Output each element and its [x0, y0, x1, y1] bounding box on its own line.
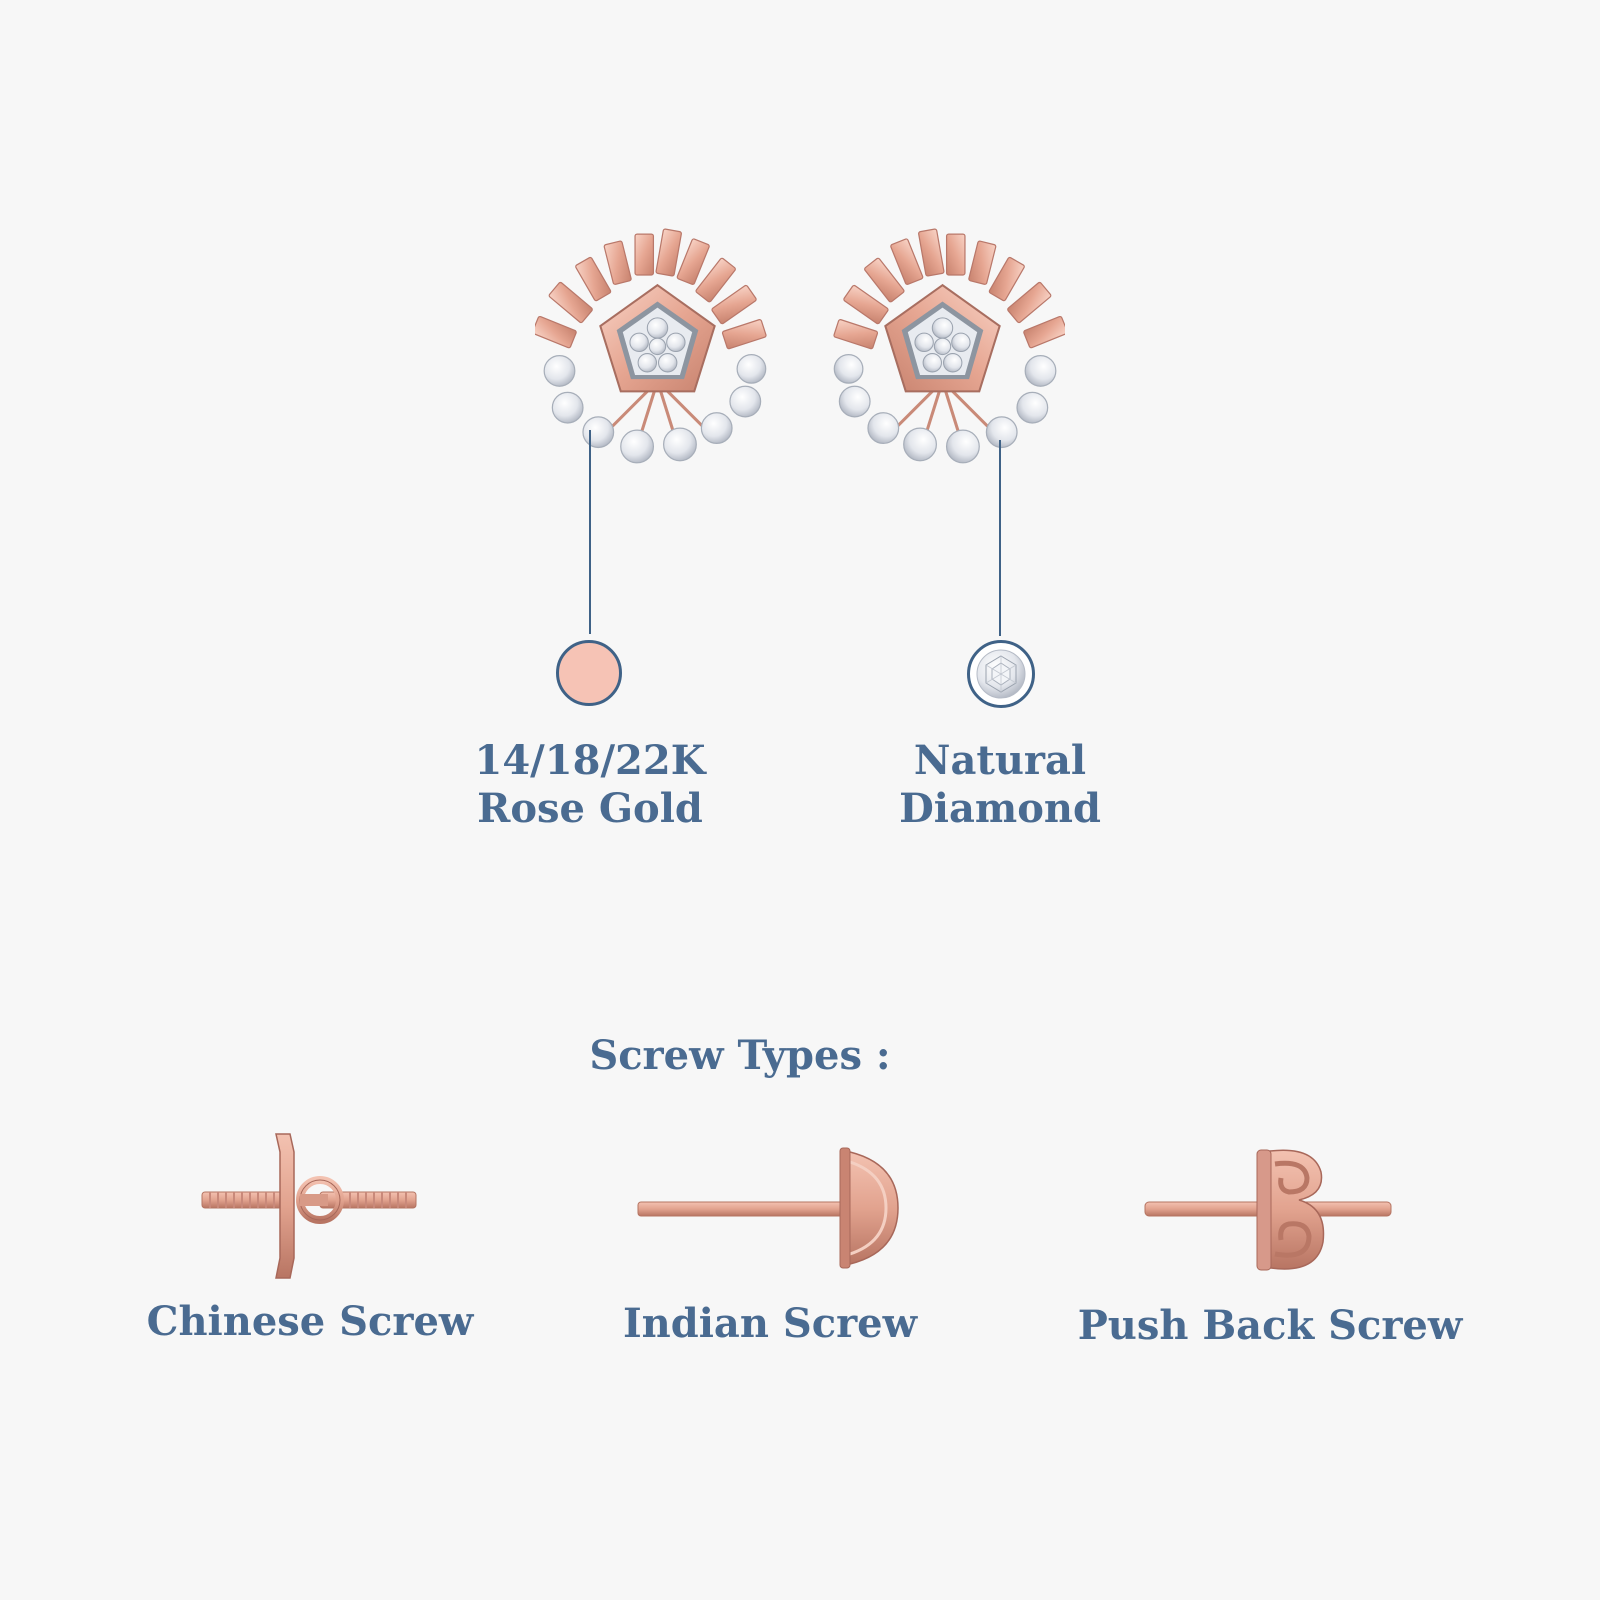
screw-types-heading: Screw Types :: [589, 1032, 891, 1079]
rose-gold-swatch-icon: [555, 639, 623, 707]
right-earring-image: [820, 228, 1065, 473]
chinese-screw-icon: [200, 1132, 420, 1280]
metal-connector-line: [589, 430, 591, 634]
stone-connector-line: [999, 440, 1001, 636]
metal-label: 14/18/22K Rose Gold: [440, 737, 740, 833]
left-earring-image: [535, 228, 780, 473]
metal-label-line1: 14/18/22K: [474, 737, 706, 784]
screw-label-indian: Indian Screw: [622, 1300, 918, 1347]
metal-label-line2: Rose Gold: [477, 785, 703, 832]
diamond-icon: [966, 639, 1036, 709]
screw-label-push-back: Push Back Screw: [1077, 1302, 1463, 1349]
indian-screw-icon: [636, 1144, 906, 1272]
push-back-screw-icon: [1143, 1142, 1393, 1276]
screw-label-chinese: Chinese Screw: [146, 1298, 474, 1345]
stone-label-line1: Natural: [913, 737, 1087, 784]
stone-label: Natural Diamond: [850, 737, 1150, 833]
stone-label-line2: Diamond: [899, 785, 1101, 832]
